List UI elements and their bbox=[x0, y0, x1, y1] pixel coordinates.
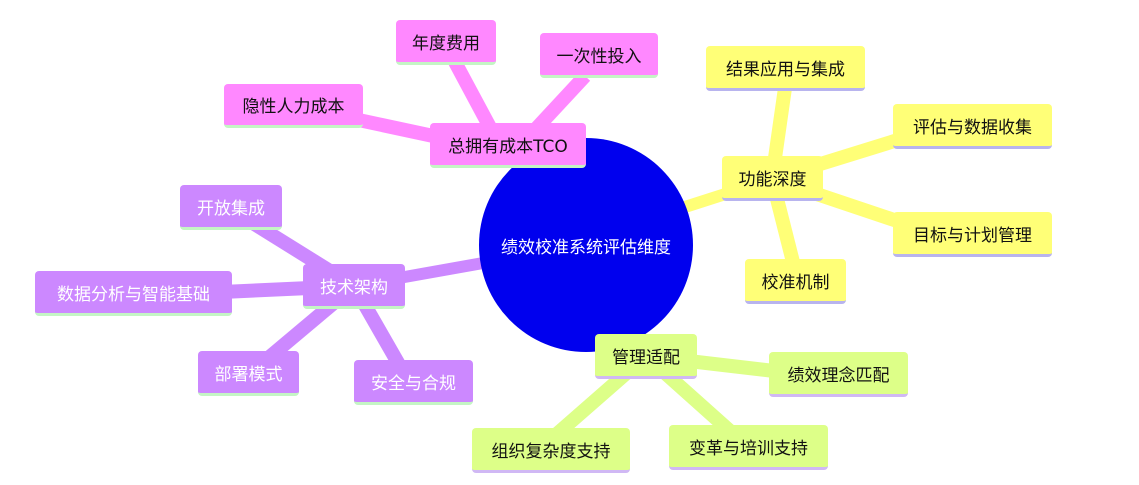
node-function-depth[interactable]: 功能深度 bbox=[722, 156, 823, 201]
node-eval-data[interactable]: 评估与数据收集 bbox=[893, 104, 1052, 149]
node-analytics-ai[interactable]: 数据分析与智能基础 bbox=[35, 271, 232, 316]
node-tech-architecture[interactable]: 技术架构 bbox=[303, 264, 405, 309]
node-org-complexity[interactable]: 组织复杂度支持 bbox=[472, 428, 630, 473]
node-open-integration[interactable]: 开放集成 bbox=[180, 185, 282, 230]
node-annual-cost[interactable]: 年度费用 bbox=[396, 20, 496, 65]
node-deployment[interactable]: 部署模式 bbox=[198, 351, 299, 396]
node-management-fit[interactable]: 管理适配 bbox=[595, 334, 697, 379]
node-results-integration[interactable]: 结果应用与集成 bbox=[706, 46, 865, 91]
central-node[interactable]: 绩效校准系统评估维度 bbox=[479, 138, 693, 352]
node-calibration[interactable]: 校准机制 bbox=[745, 259, 846, 304]
node-one-time-investment[interactable]: 一次性投入 bbox=[540, 33, 658, 78]
node-tco[interactable]: 总拥有成本TCO bbox=[430, 123, 586, 168]
node-security-compliance[interactable]: 安全与合规 bbox=[354, 360, 473, 405]
node-philosophy-fit[interactable]: 绩效理念匹配 bbox=[769, 352, 908, 397]
node-change-training[interactable]: 变革与培训支持 bbox=[669, 425, 828, 470]
node-hidden-labor-cost[interactable]: 隐性人力成本 bbox=[224, 84, 363, 128]
node-goal-plan[interactable]: 目标与计划管理 bbox=[893, 212, 1052, 257]
